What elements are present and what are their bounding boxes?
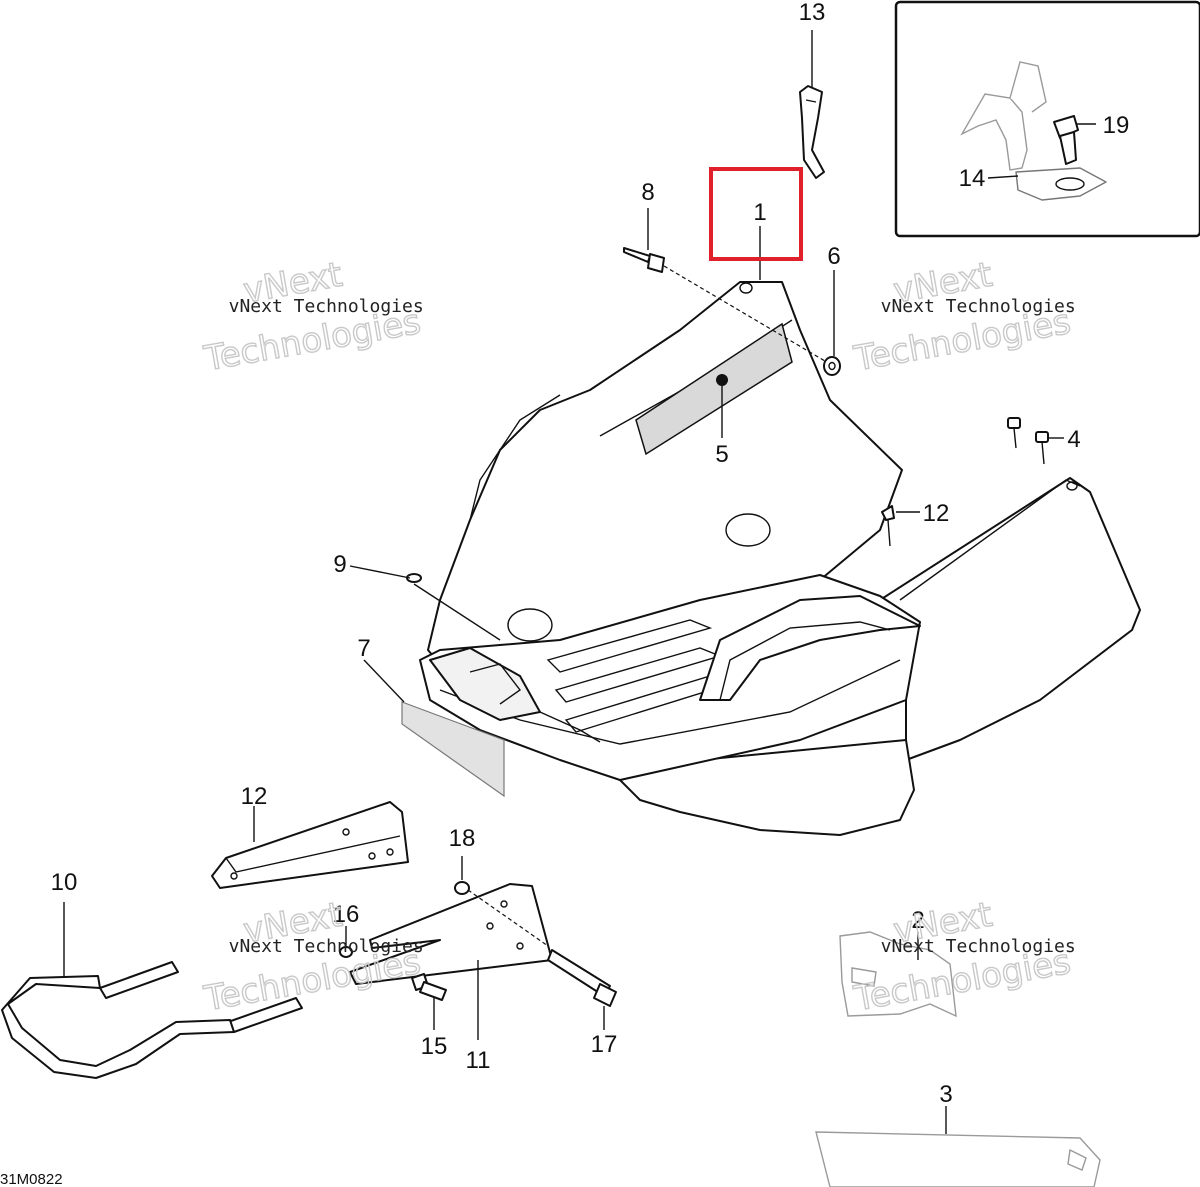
callout-16: 16 [333, 901, 360, 928]
bolt-19 [1053, 115, 1079, 165]
callout-1: 1 [753, 199, 766, 226]
bracket-14 [960, 61, 1107, 201]
clip-13 [799, 85, 825, 179]
mesh-dot [716, 374, 728, 386]
nut-16 [339, 946, 353, 958]
leader-9 [349, 565, 411, 579]
bolt-15 [411, 973, 447, 1001]
rivet-8 [623, 247, 665, 273]
diagram-code: 31M0822 [0, 1171, 63, 1187]
part-2-ghost [839, 931, 957, 1018]
handle-bar-10 [1, 961, 303, 1079]
bracket-12-lower [211, 801, 409, 889]
leader-14 [987, 175, 1019, 179]
watermark-top-right: vNext Technologies vNext Technologies [850, 254, 1076, 380]
callout-12-upper: 12 [923, 500, 950, 527]
callout-6: 6 [827, 243, 840, 270]
inset-box [894, 0, 1200, 238]
callout-10: 10 [51, 869, 78, 896]
part-3-ghost [815, 1131, 1101, 1187]
callout-2: 2 [911, 907, 924, 934]
callout-18: 18 [449, 825, 476, 852]
screws-4 [1007, 417, 1049, 465]
watermark-bottom-left: vNext Technologies vNext Technologies [200, 894, 424, 1020]
svg-text:vNext Technologies: vNext Technologies [229, 936, 424, 957]
callout-7: 7 [357, 635, 370, 662]
callout-14: 14 [959, 165, 986, 192]
callout-1-highlight [709, 167, 803, 261]
svg-text:vNext Technologies: vNext Technologies [881, 936, 1076, 957]
leader-7 [363, 659, 405, 703]
callout-5: 5 [715, 441, 728, 468]
callout-19: 19 [1103, 112, 1130, 139]
callout-4: 4 [1067, 426, 1080, 453]
callout-13: 13 [799, 0, 826, 26]
reflector-7 [401, 701, 505, 798]
svg-text:vNext Technologies: vNext Technologies [881, 296, 1076, 317]
screen-mesh-5 [635, 322, 793, 456]
washer-6 [823, 356, 841, 376]
svg-text:vNext Technologies: vNext Technologies [229, 296, 424, 317]
callout-12-lower: 12 [241, 783, 268, 810]
callout-3: 3 [939, 1081, 952, 1108]
hood-assembly [419, 281, 1141, 836]
callout-11: 11 [466, 1047, 491, 1074]
callout-8: 8 [641, 179, 654, 206]
rivet-12-upper [881, 505, 895, 547]
callout-17: 17 [591, 1031, 618, 1058]
callout-9: 9 [333, 551, 346, 578]
bolt-17 [547, 949, 617, 1007]
watermark-top-left: vNext Technologies vNext Technologies [200, 254, 424, 380]
callout-15: 15 [421, 1033, 448, 1060]
nut-18 [454, 881, 470, 895]
